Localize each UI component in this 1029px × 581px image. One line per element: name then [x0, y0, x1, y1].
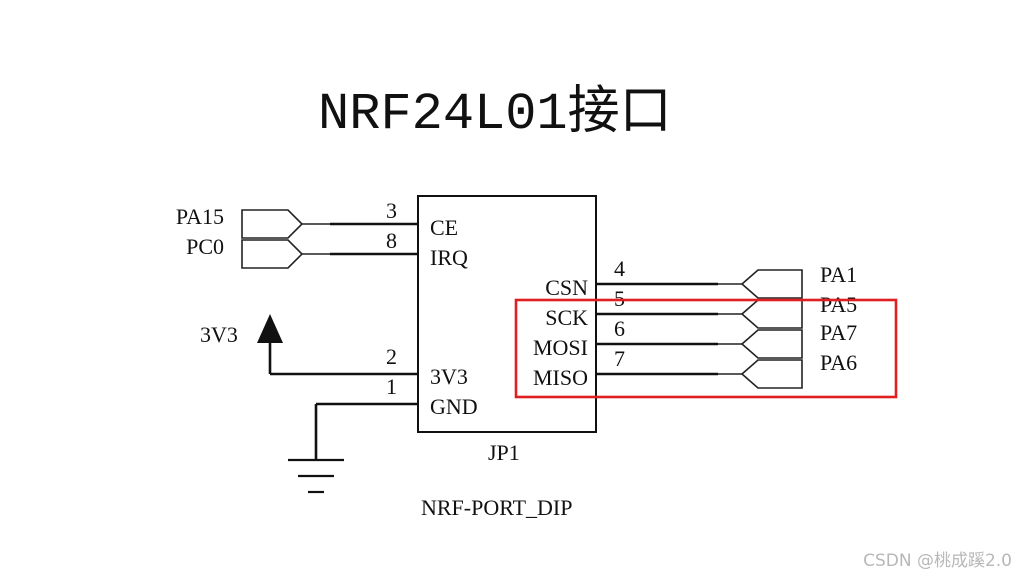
- pin-name-csn: CSN: [545, 275, 588, 300]
- pin-name-irq: IRQ: [430, 245, 468, 270]
- pin-name-ce: CE: [430, 215, 458, 240]
- component-part-name: NRF-PORT_DIP: [421, 495, 573, 520]
- pin-number-4: 4: [614, 256, 625, 281]
- net-port-pa5: [740, 299, 803, 329]
- watermark-text: CSDN @桃成蹊2.0: [863, 551, 1012, 571]
- net-port-pa15: [241, 209, 304, 239]
- pin-name-miso: MISO: [533, 365, 588, 390]
- net-label-pa5: PA5: [820, 292, 857, 317]
- pin-number-2: 2: [386, 344, 397, 369]
- net-label-pc0: PC0: [186, 234, 224, 259]
- pin-number-5: 5: [614, 286, 625, 311]
- pin-number-1: 1: [386, 374, 397, 399]
- net-label-pa7: PA7: [820, 320, 857, 345]
- pin-number-7: 7: [614, 346, 625, 371]
- net-port-pa1: [740, 269, 803, 299]
- pin-name-gnd: GND: [430, 394, 478, 419]
- diagram-title: NRF24L01接口: [318, 83, 672, 144]
- pin-name-sck: SCK: [545, 305, 588, 330]
- power-arrow-icon: [257, 314, 283, 343]
- net-label-pa1: PA1: [820, 262, 857, 287]
- pin-name-3v3: 3V3: [430, 364, 468, 389]
- pin-name-mosi: MOSI: [533, 335, 588, 360]
- highlight-box: [514, 298, 898, 399]
- pin-number-8: 8: [386, 228, 397, 253]
- net-label-pa15: PA15: [176, 204, 224, 229]
- net-label-pa6: PA6: [820, 350, 857, 375]
- net-port-pc0: [241, 239, 304, 269]
- pin-number-6: 6: [614, 316, 625, 341]
- net-port-pa6: [740, 359, 803, 389]
- pin-number-3: 3: [386, 198, 397, 223]
- net-port-pa7: [740, 329, 803, 359]
- power-label-3v3: 3V3: [200, 322, 238, 347]
- component-designator: JP1: [488, 440, 520, 465]
